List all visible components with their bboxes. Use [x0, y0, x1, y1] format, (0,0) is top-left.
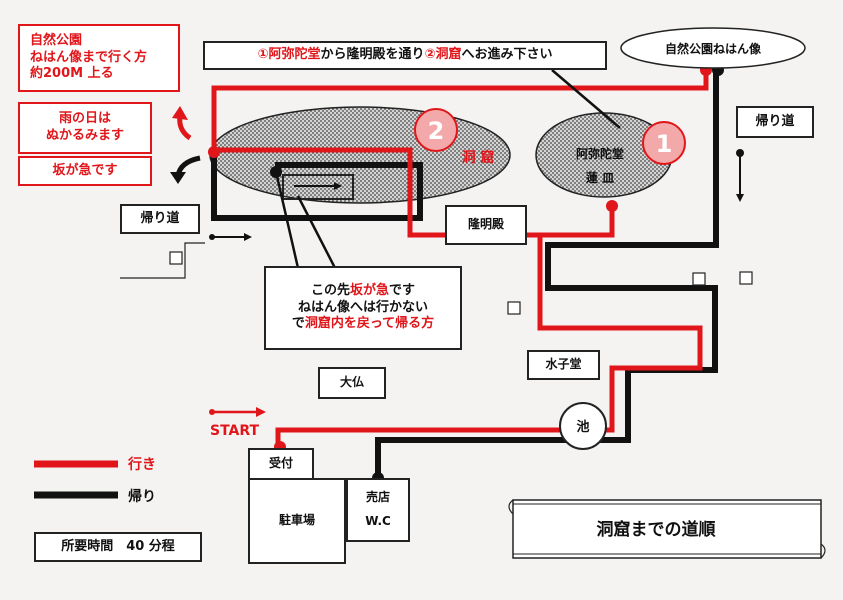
parking-area: 駐車場 — [248, 478, 346, 564]
amida-label: 阿弥陀堂 — [576, 146, 624, 161]
instruction-place1: 阿弥陀堂 — [268, 47, 321, 63]
marker-2: 2 — [414, 108, 458, 152]
climb-note-line1: 自然公園 — [30, 32, 83, 48]
go-route — [211, 70, 709, 452]
instruction-banner: ① 阿弥陀堂 から隆明殿を通り ② 洞窟 へお進み下さい — [203, 41, 607, 70]
wc-label: W.C — [365, 514, 391, 528]
leader-lines — [274, 69, 621, 269]
instruction-num2: ② — [424, 47, 436, 63]
nehan-label: 自然公園ねはん像 — [665, 41, 762, 56]
reception-building: 受付 — [248, 448, 314, 480]
amida-sub-label: 蓮 皿 — [586, 170, 614, 185]
cave-inner-box — [282, 174, 354, 200]
shop-wc-building: 売店 W.C — [346, 478, 410, 542]
instruction-num1: ① — [257, 47, 269, 63]
nehan-ellipse — [620, 27, 806, 69]
rain-note: 雨の日は ぬかるみます — [18, 102, 152, 154]
climb-note-line3: 約200M 上る — [30, 66, 114, 82]
rain-note-line2: ぬかるみます — [45, 128, 124, 143]
pond — [559, 402, 607, 450]
climb-note-line2: ねはん像まで行く方 — [30, 49, 148, 65]
return-path-right: 帰り道 — [736, 106, 814, 138]
ryumeiden-building: 隆明殿 — [445, 205, 527, 245]
marker-1: 1 — [642, 121, 686, 165]
dot-amida — [606, 200, 618, 212]
pond-label: 池 — [576, 419, 589, 435]
dot-cave-left — [208, 146, 220, 158]
instruction-text2: へお進み下さい — [461, 47, 553, 63]
map-title: 洞窟までの道順 — [597, 519, 717, 540]
legend-go-label: 行き — [128, 457, 156, 473]
daibutsu: 大仏 — [318, 367, 386, 399]
start-label: START — [210, 423, 260, 439]
terrain-lines — [120, 242, 205, 279]
climb-note: 自然公園 ねはん像まで行く方 約200M 上る — [18, 24, 180, 92]
cave-label: 洞 窟 — [462, 149, 495, 166]
mizuko-hall: 水子堂 — [527, 350, 600, 380]
title-scroll — [508, 499, 826, 559]
required-time: 所要時間 40 分程 — [34, 532, 202, 562]
legend-back-label: 帰り — [128, 489, 156, 505]
steep-note: 坂が急です — [18, 156, 152, 186]
arrows — [170, 106, 744, 417]
callout-line2: ねはん像へは行かない — [297, 299, 428, 315]
small-buildings — [169, 251, 753, 315]
svg-text:1: 1 — [656, 130, 673, 158]
shop-label: 売店 — [365, 490, 390, 505]
return-path-left: 帰り道 — [120, 204, 200, 234]
rain-note-line1: 雨の日は — [58, 111, 111, 127]
instruction-place2: 洞窟 — [435, 47, 462, 63]
callout-line1: この先坂が急です — [310, 282, 416, 298]
steep-callout: この先坂が急です ねはん像へは行かない で洞窟内を戻って帰る方 — [264, 266, 462, 350]
callout-line3: で洞窟内を戻って帰る方 — [291, 316, 435, 332]
svg-text:2: 2 — [428, 117, 445, 145]
instruction-text1: から隆明殿を通り — [320, 47, 425, 63]
